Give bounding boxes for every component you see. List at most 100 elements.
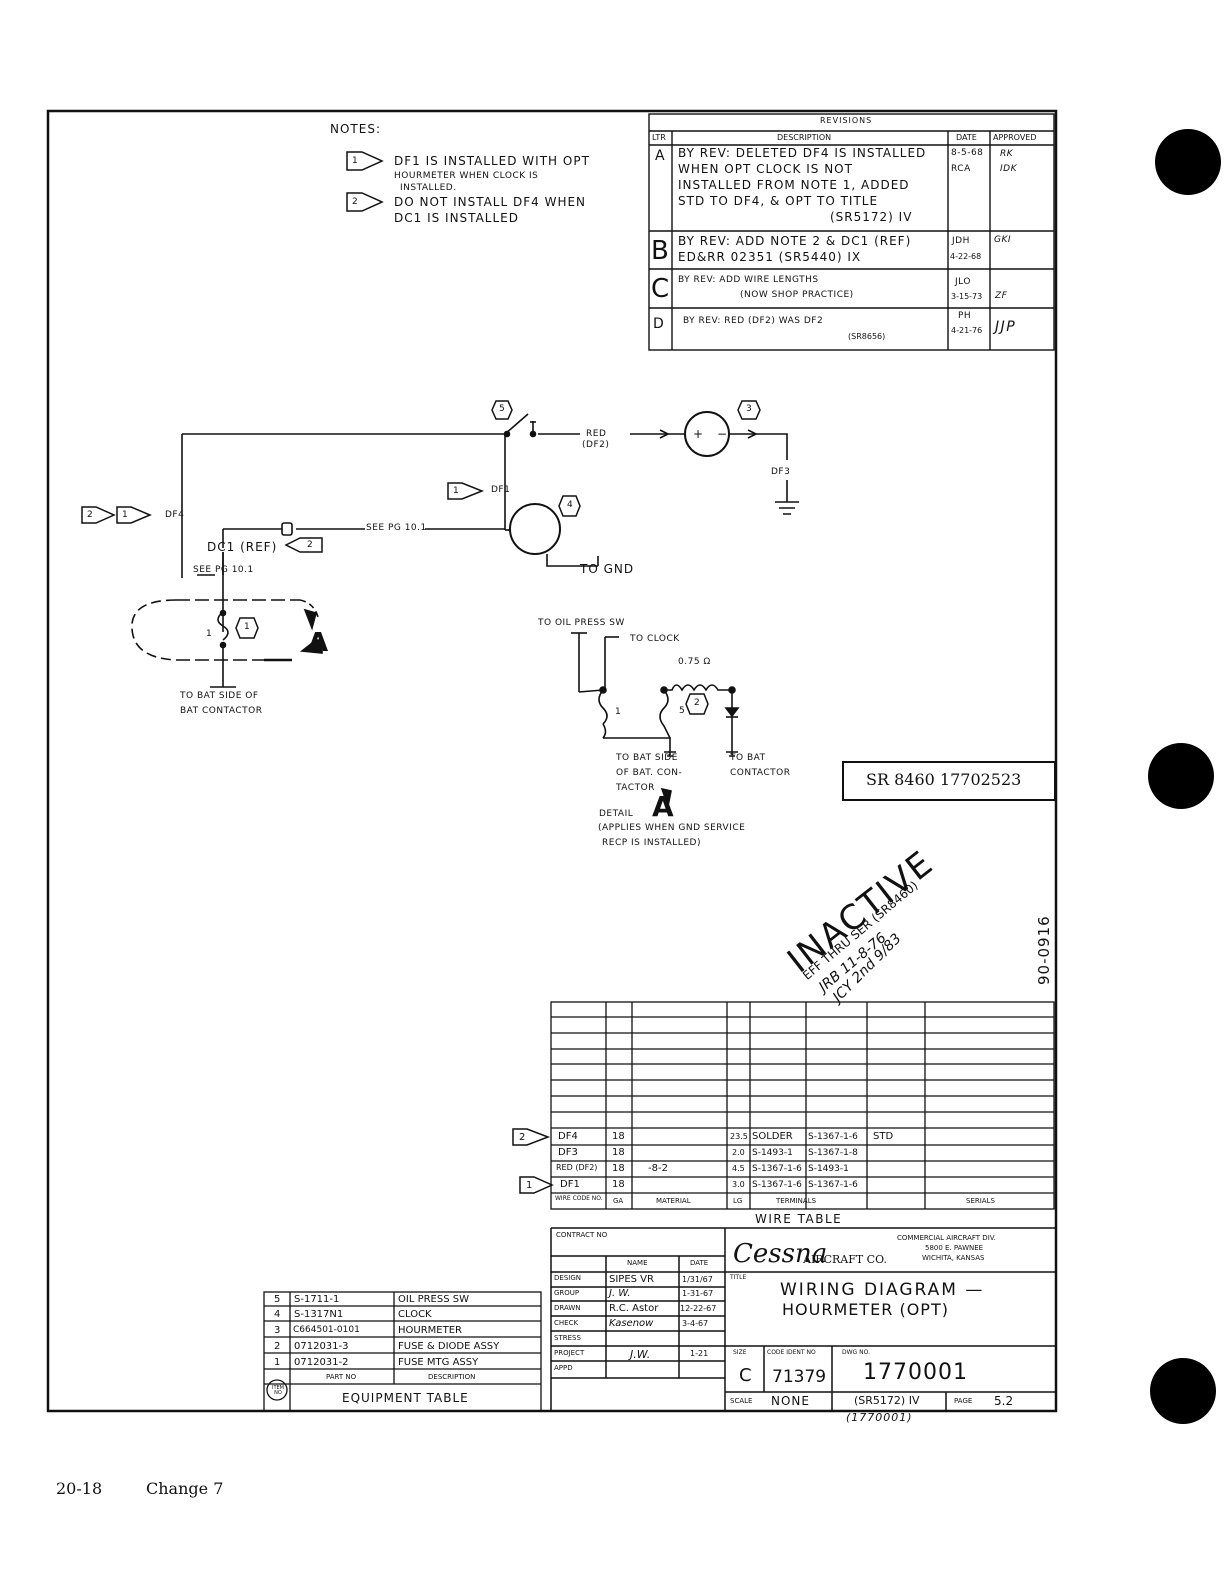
wire-header-code: WIRE CODE NO.: [555, 1195, 603, 1202]
wire-row-df4-term2: S-1367-1-6: [808, 1132, 858, 1142]
tb-role-check: CHECK: [554, 1319, 579, 1327]
wire-row-df3-lg: 2.0: [732, 1148, 745, 1157]
rev-header-description: DESCRIPTION: [777, 133, 832, 142]
division-line-3: WICHITA, KANSAS: [922, 1254, 985, 1262]
tb-below-number: (1770001): [846, 1411, 913, 1424]
wire-header-terminals: TERMINALS: [776, 1197, 817, 1205]
sr-box-text: SR 8460 17702523: [866, 770, 1022, 789]
wire-row-df3-code: DF3: [558, 1147, 578, 1158]
label-see-pg-right: SEE PG 10.1: [366, 523, 427, 533]
wire-flag-2: 2: [519, 1132, 526, 1143]
label-to-gnd: TO GND: [580, 562, 635, 576]
wire-row-df3-term1: S-1493-1: [752, 1148, 793, 1158]
label-resistance: 0.75 Ω: [678, 657, 711, 667]
rev-b-initials: JDH: [952, 236, 970, 246]
balloon-item-1: 1: [244, 622, 251, 632]
tb-page-label: PAGE: [954, 1397, 973, 1405]
balloon-item-2: 2: [694, 698, 701, 708]
division-line-2: 5800 E. PAWNEE: [925, 1244, 984, 1252]
rev-b-date: 4-22-68: [950, 252, 982, 261]
detail-bat-side-2: OF BAT. CON-: [616, 768, 683, 778]
detail-to-bat-1: TO BAT: [730, 753, 766, 763]
eq-row-5-part: S-1711-1: [294, 1294, 340, 1305]
detail-note-1: (APPLIES WHEN GND SERVICE: [598, 823, 746, 833]
rev-c-approved: ZF: [995, 291, 1008, 301]
wire-row-df1-code: DF1: [560, 1179, 580, 1190]
tb-date-check: 3-4-67: [682, 1319, 709, 1328]
tb-date-design: 1/31/67: [682, 1275, 713, 1284]
flag-1-df1: 1: [453, 486, 460, 496]
tb-size-label: SIZE: [733, 1349, 747, 1356]
label-pin-5-detail: 5: [679, 706, 686, 716]
rev-a-date: 8-5-68: [951, 148, 984, 158]
eq-row-1-part: 0712031-2: [294, 1357, 349, 1368]
wire-row-red-ga: 18: [612, 1163, 625, 1174]
balloon-item-3: 3: [746, 404, 753, 414]
eq-row-1-item: 1: [274, 1357, 281, 1368]
binder-hole-top: [1155, 129, 1221, 195]
tb-role-appd: APPD: [554, 1364, 573, 1372]
rev-c-initials: JLO: [955, 277, 971, 287]
flag-2-dc1: 2: [307, 540, 314, 550]
tb-date-header: DATE: [690, 1259, 709, 1267]
wire-header-lg: LG: [733, 1197, 743, 1205]
wire-table-title: WIRE TABLE: [755, 1212, 843, 1226]
tb-name-group: J. W.: [609, 1288, 631, 1299]
rev-a-desc-5: (SR5172) IV: [830, 210, 913, 224]
wire-row-df3-ga: 18: [612, 1147, 625, 1158]
label-df4: DF4: [165, 510, 185, 520]
note2-line2: DC1 IS INSTALLED: [394, 211, 519, 225]
revision-block-grid: [648, 113, 1055, 351]
wire-row-df1-lg: 3.0: [732, 1180, 745, 1189]
tb-page: 5.2: [994, 1394, 1014, 1408]
tb-title-label: TITLE: [730, 1274, 747, 1281]
binder-hole-middle: [1148, 743, 1214, 809]
rev-b-desc-2: ED&RR 02351 (SR5440) IX: [678, 250, 862, 264]
rev-a-desc-1: BY REV: DELETED DF4 IS INSTALLED: [678, 146, 927, 160]
wire-header-ga: GA: [613, 1197, 624, 1205]
rev-c-ltr: C: [651, 274, 670, 304]
eq-row-5-desc: OIL PRESS SW: [398, 1294, 469, 1305]
tb-size: C: [739, 1365, 752, 1386]
tb-role-drawn: DRAWN: [554, 1304, 581, 1312]
tb-code-label: CODE IDENT NO: [767, 1349, 816, 1356]
tb-date-project: 1-21: [690, 1349, 709, 1358]
binder-hole-bottom: [1150, 1358, 1216, 1424]
eq-header-item: ITEM NO: [271, 1385, 284, 1396]
label-bat-side-1: TO BAT SIDE OF: [180, 691, 259, 701]
detail-bat-side-3: TACTOR: [616, 783, 655, 793]
tb-role-group: GROUP: [554, 1289, 580, 1297]
tb-role-design: DESIGN: [554, 1274, 581, 1282]
footer-page-number: 20-18: [56, 1479, 103, 1498]
tb-role-project: PROJECT: [554, 1349, 585, 1357]
cessna-logo: Cessna: [733, 1239, 828, 1269]
rev-b-ltr: B: [651, 236, 669, 266]
tb-dwg-label: DWG NO.: [842, 1349, 870, 1356]
detail-to-bat-2: CONTACTOR: [730, 768, 791, 778]
rev-a-ltr: A: [655, 148, 667, 164]
rev-d-date: 4-21-76: [951, 326, 983, 335]
wire-header-material: MATERIAL: [656, 1197, 691, 1205]
tb-date-drawn: 12-22-67: [680, 1304, 717, 1313]
eq-row-2-part: 0712031-3: [294, 1341, 349, 1352]
item-balloons: [235, 400, 761, 715]
eq-header-description: DESCRIPTION: [428, 1373, 476, 1381]
note1-line2: HOURMETER WHEN CLOCK IS: [394, 171, 539, 181]
eq-header-part: PART NO: [326, 1373, 357, 1381]
note1-line1: DF1 IS INSTALLED WITH OPT: [394, 154, 590, 168]
rev-d-desc-1: BY REV: RED (DF2) WAS DF2: [683, 316, 824, 326]
label-df3: DF3: [771, 467, 791, 477]
wire-row-df1-term1: S-1367-1-6: [752, 1180, 802, 1190]
label-to-oil-press: TO OIL PRESS SW: [538, 618, 625, 628]
wire-row-red-code: RED (DF2): [556, 1163, 598, 1172]
label-to-clock: TO CLOCK: [630, 634, 680, 644]
label-red: RED: [586, 429, 607, 439]
title-block-grid: [550, 1227, 1056, 1411]
rev-d-desc-2: (SR8656): [848, 332, 886, 341]
wire-flag-1: 1: [526, 1180, 533, 1191]
label-pin-1-main: 1: [206, 629, 213, 639]
wire-row-red-term1: S-1367-1-6: [752, 1164, 802, 1174]
tb-role-stress: STRESS: [554, 1334, 581, 1342]
eq-row-3-part: C664501-0101: [293, 1325, 360, 1335]
